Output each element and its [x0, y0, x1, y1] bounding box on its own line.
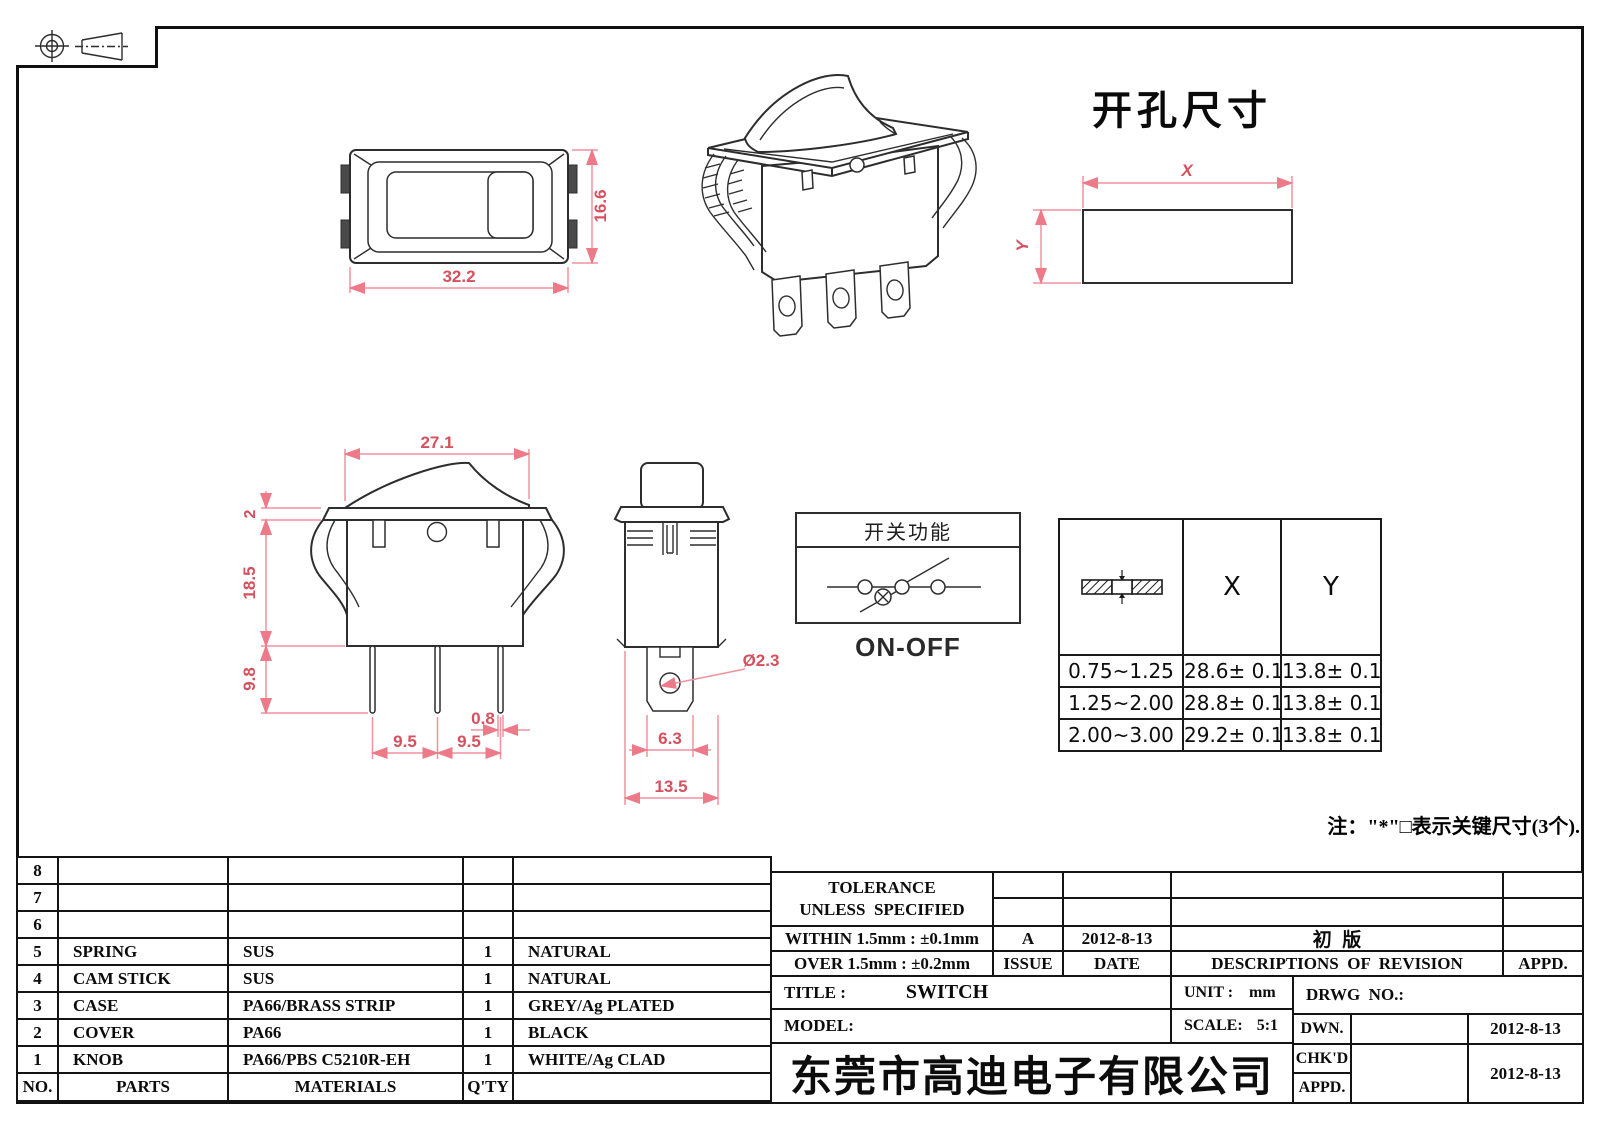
first-angle-projection-icon: [35, 30, 128, 62]
tolerance-within-cell: WITHIN 1.5mm : ±0.1mm: [770, 925, 994, 952]
table-row: 2.00~3.00 29.2± 0.1 13.8± 0.1: [1058, 718, 1382, 752]
revision-cell: [1062, 871, 1172, 899]
unit-cell: UNIT : mm: [1170, 975, 1294, 1010]
drawing-title: SWITCH: [905, 981, 989, 1003]
cutout-view-drawing: X Y: [1013, 161, 1294, 285]
key-dimension-note: 注："*"□表示关键尺寸(3个).: [1327, 816, 1580, 838]
dim-end-body-width: 13.5: [654, 777, 687, 796]
cutout-title: 开孔尺寸: [1092, 89, 1272, 133]
cutout-xy-table: X Y 0.75~1.25 28.6± 0.1 13.8± 0.1 1.25~2…: [1058, 518, 1382, 752]
end-view-drawing: Ø2.3 6.3 13.5: [613, 462, 780, 805]
scale-cell: SCALE: 5:1: [1170, 1008, 1294, 1044]
switch-function-box: 开关功能: [795, 512, 1021, 624]
dwn-value-cell: [1350, 1013, 1469, 1045]
revision-cell: [1170, 897, 1504, 927]
issue-value-cell: A: [992, 925, 1064, 952]
isometric-view-drawing: [701, 74, 977, 337]
table-row: 5 SPRING SUS 1 NATURAL: [16, 937, 772, 966]
tolerance-over-cell: OVER 1.5mm : ±0.2mm: [770, 950, 994, 977]
chkd-value-cell: [1350, 1043, 1469, 1104]
dim-side-terminal-length: 9.8: [240, 667, 259, 691]
switch-mode-label: ON-OFF: [855, 632, 961, 662]
dim-front-width: 32.2: [442, 267, 475, 286]
revision-appd-cell: [1502, 925, 1584, 952]
revision-label-cell: DESCRIPTIONS OF REVISION: [1170, 950, 1504, 977]
drwg-no-cell: DRWG NO.:: [1292, 975, 1584, 1015]
model-cell: MODEL:: [770, 1008, 1172, 1044]
dim-cutout-y: Y: [1013, 239, 1032, 252]
appd-label-cell: APPD.: [1502, 950, 1584, 977]
company-name: 东莞市高迪电子有限公司: [770, 1042, 1294, 1104]
dwn-label-cell: DWN.: [1292, 1013, 1352, 1045]
table-row: 1 KNOB PA66/PBS C5210R-EH 1 WHITE/Ag CLA…: [16, 1045, 772, 1074]
table-header-row: NO. PARTS MATERIALS Q'TY: [16, 1072, 772, 1102]
dwn-date-cell: 2012-8-13: [1467, 1013, 1584, 1045]
date-label-cell: DATE: [1062, 950, 1172, 977]
dim-side-pitch-a: 9.5: [393, 732, 417, 751]
parts-list-table: 8 7 6 5 SPRING SUS 1 NATURAL: [16, 856, 772, 1102]
table-row: 6: [16, 910, 772, 939]
revision-cell: [992, 871, 1064, 899]
dim-cutout-x: X: [1180, 161, 1194, 180]
issue-label-cell: ISSUE: [992, 950, 1064, 977]
table-row: 7: [16, 883, 772, 912]
table-row: 0.75~1.25 28.6± 0.1 13.8± 0.1: [1058, 654, 1382, 688]
chkd-date-cell: 2012-8-13: [1467, 1043, 1584, 1104]
table-row: 8: [16, 856, 772, 885]
dim-end-tab-width: 6.3: [658, 729, 682, 748]
revision-cell: [1170, 871, 1504, 899]
projection-symbol-box: [16, 26, 158, 68]
switch-circuit-icon: [827, 557, 981, 613]
front-view-drawing: 32.2 16.6: [340, 148, 610, 294]
revision-description-cell: 初 版: [1170, 925, 1504, 952]
issue-date-cell: 2012-8-13: [1062, 925, 1172, 952]
panel-thickness-icon: [1058, 518, 1184, 656]
table-row: 2 COVER PA66 1 BLACK: [16, 1018, 772, 1047]
revision-cell: [1502, 897, 1584, 927]
dim-end-hole-dia: Ø2.3: [743, 651, 780, 670]
revision-cell: [1062, 897, 1172, 927]
table-row: 1.25~2.00 28.8± 0.1 13.8± 0.1: [1058, 686, 1382, 720]
xy-col-x: X: [1182, 518, 1282, 656]
title-row-cell: TITLE : SWITCH: [770, 975, 1172, 1010]
dim-side-pitch-b: 9.5: [457, 732, 481, 751]
tolerance-header-cell: TOLERANCE UNLESS SPECIFIED: [770, 871, 994, 927]
side-view-drawing: 27.1 2 18.5 9.8 9.5 9.5 0.8: [240, 433, 565, 759]
appd-row-label-cell: APPD.: [1292, 1072, 1352, 1104]
xy-col-y: Y: [1280, 518, 1382, 656]
revision-cell: [992, 897, 1064, 927]
dim-side-terminal-thickness: 0.8: [471, 709, 495, 728]
dim-side-cap-height: 2: [242, 509, 259, 518]
chkd-label-cell: CHK'D: [1292, 1043, 1352, 1074]
dim-side-top-width: 27.1: [420, 433, 453, 452]
table-row: 3 CASE PA66/BRASS STRIP 1 GREY/Ag PLATED: [16, 991, 772, 1020]
table-row: 4 CAM STICK SUS 1 NATURAL: [16, 964, 772, 993]
switch-function-title: 开关功能: [797, 514, 1019, 548]
dim-side-body-height: 18.5: [240, 566, 259, 599]
dim-front-height: 16.6: [591, 189, 610, 222]
revision-cell: [1502, 871, 1584, 899]
